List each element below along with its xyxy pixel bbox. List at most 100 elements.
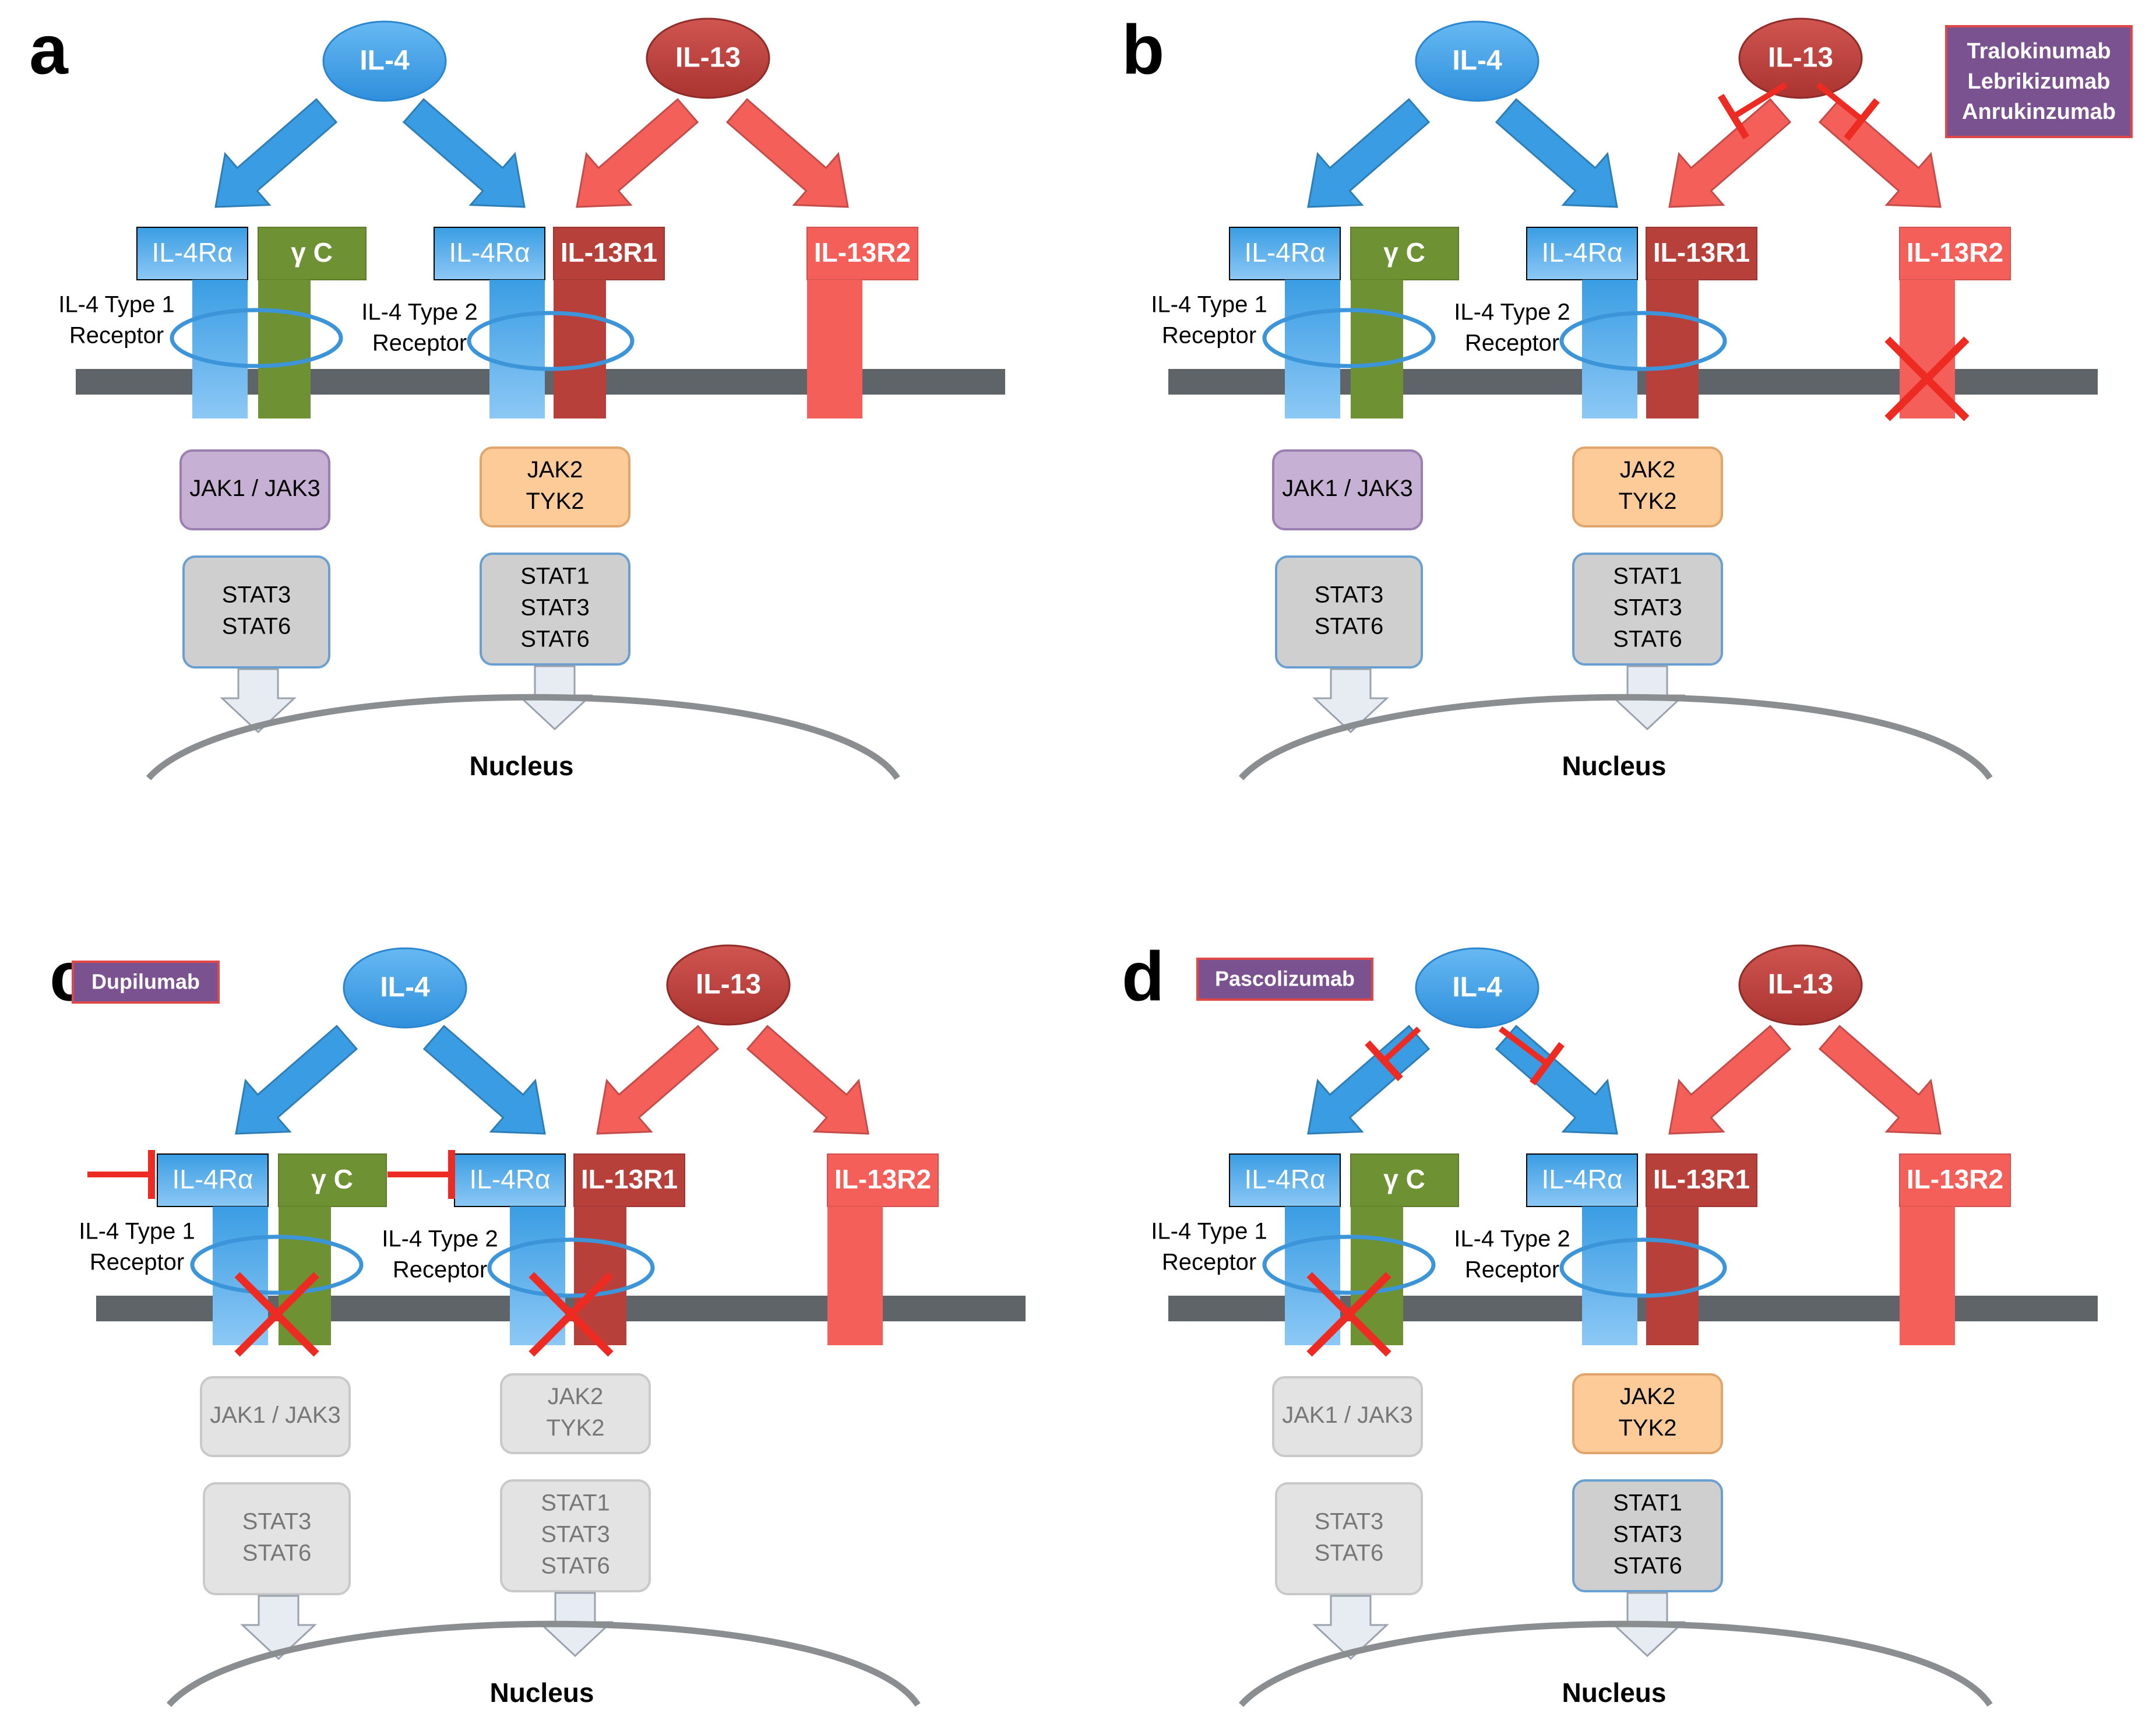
il4-ligand-label: IL-4 bbox=[360, 45, 410, 76]
il4-ligand bbox=[343, 947, 467, 1029]
arrow-il13-to-il13r1 bbox=[1668, 98, 1792, 208]
nucleus-envelope bbox=[146, 694, 900, 780]
drug-name: Lebrikizumab bbox=[1968, 69, 2111, 94]
gamma-c-label: γ C bbox=[1383, 1164, 1425, 1194]
type2-complex-ring bbox=[1559, 311, 1727, 371]
il13r2-stem bbox=[827, 1207, 883, 1345]
arrow-il13-to-il13r2 bbox=[1818, 98, 1942, 208]
type1-receptor-label-line1: IL-4 Type 1 bbox=[79, 1219, 195, 1244]
il4ra-type2-stem bbox=[489, 280, 545, 418]
gamma-c-stem bbox=[258, 280, 311, 418]
type2-receptor-label-line1: IL-4 Type 2 bbox=[382, 1226, 498, 1252]
nucleus-label: Nucleus bbox=[1562, 1677, 1667, 1708]
type2-complex-ring bbox=[487, 1237, 655, 1298]
jak1-jak3-box bbox=[179, 449, 330, 530]
il13r2-label: IL-13R2 bbox=[834, 1164, 931, 1194]
stat1-stat3-stat6-box-text: STAT3 bbox=[1613, 1522, 1682, 1547]
il4-ligand-label: IL-4 bbox=[380, 972, 430, 1003]
il4ra-type1-label: IL-4Rα bbox=[1244, 237, 1325, 268]
il13-ligand-inhibitor-left bbox=[1732, 82, 1788, 119]
il13-ligand-inhibitor-right-bar bbox=[1844, 98, 1880, 141]
type2-receptor-label-line2: Receptor bbox=[1465, 1257, 1559, 1283]
gamma-c-label: γ C bbox=[291, 237, 333, 268]
jak2-tyk2-box bbox=[500, 1373, 651, 1454]
arrow-il4-to-type1 bbox=[1307, 98, 1431, 208]
stat1-stat3-stat6-box bbox=[1572, 1479, 1723, 1592]
drug-box bbox=[72, 961, 220, 1004]
jak2-tyk2-box-text: JAK2 bbox=[527, 457, 583, 483]
nucleus-label: Nucleus bbox=[1562, 751, 1667, 781]
type1-receptor-blocked-x bbox=[234, 1272, 319, 1357]
il4-ligand-inhibitor-right bbox=[1499, 1026, 1549, 1066]
il13r1-stem bbox=[1646, 1207, 1699, 1345]
il4ra-type1-stem bbox=[1285, 280, 1340, 418]
il13r1-head bbox=[553, 227, 665, 280]
il13r2-head bbox=[1899, 1153, 2011, 1207]
jak2-tyk2-box-text: TYK2 bbox=[1618, 488, 1676, 514]
type1-complex-ring bbox=[1262, 1234, 1436, 1295]
stat1-stat3-stat6-box bbox=[1572, 553, 1723, 666]
il4-ligand-inhibitor-left bbox=[1382, 1026, 1421, 1063]
type2-receptor-label-line2: Receptor bbox=[372, 330, 467, 356]
il13r1-stem bbox=[1646, 280, 1699, 418]
jak2-tyk2-box-text: TYK2 bbox=[546, 1415, 604, 1441]
il4ra-type1-label: IL-4Rα bbox=[1244, 1164, 1325, 1194]
il13r1-label: IL-13R1 bbox=[1653, 237, 1750, 268]
jak1-jak3-box-text: JAK1 / JAK3 bbox=[1282, 1402, 1413, 1428]
stat1-stat3-stat6-box-text: STAT6 bbox=[1613, 627, 1682, 652]
il13r2-label: IL-13R2 bbox=[1907, 237, 2003, 268]
jak1-jak3-box-text: JAK1 / JAK3 bbox=[189, 476, 320, 501]
il13r1-head bbox=[1646, 1153, 1757, 1207]
type1-receptor-label-line1: IL-4 Type 1 bbox=[1151, 292, 1267, 318]
il13r1-label: IL-13R1 bbox=[561, 237, 657, 268]
drug-name: Anrukinzumab bbox=[1962, 100, 2116, 124]
nucleus-envelope bbox=[166, 1620, 921, 1707]
stat3-stat6-box-text: STAT3 bbox=[1315, 1509, 1384, 1535]
il13r1-head bbox=[573, 1153, 685, 1207]
type1-receptor-label-line1: IL-4 Type 1 bbox=[1151, 1219, 1267, 1244]
stat1-stat3-stat6-box-text: STAT1 bbox=[1613, 564, 1682, 589]
nucleus-envelope bbox=[1238, 1620, 1993, 1707]
il4-ligand-inhibitor-right-bar bbox=[1529, 1042, 1565, 1086]
gamma-c-head bbox=[258, 227, 367, 280]
arrow-il13-to-il13r2 bbox=[1818, 1025, 1942, 1135]
il13r2-stem bbox=[807, 280, 862, 418]
il4-ligand-inhibitor-left-bar bbox=[1365, 1040, 1403, 1082]
arrow-il4-to-type1 bbox=[214, 98, 338, 208]
il13r1-head bbox=[1646, 227, 1757, 280]
jak1-jak3-box-text: JAK1 / JAK3 bbox=[1282, 476, 1413, 501]
il4ra-type2-label: IL-4Rα bbox=[1541, 237, 1622, 268]
type1-receptor-label-line2: Receptor bbox=[69, 323, 164, 349]
stat1-stat3-stat6-box bbox=[480, 553, 630, 666]
panel-label-d: d bbox=[1122, 938, 1164, 1016]
il13-ligand-label: IL-13 bbox=[1768, 43, 1833, 73]
drug-box bbox=[1196, 958, 1373, 1001]
jak2-tyk2-box bbox=[1572, 1373, 1723, 1454]
type2-complex-ring bbox=[1559, 1237, 1727, 1298]
stat3-stat6-box bbox=[1275, 555, 1423, 669]
arrow-il13-to-il13r2 bbox=[725, 98, 849, 208]
type1-receptor-label-line2: Receptor bbox=[1162, 1250, 1256, 1275]
il4-ligand-label: IL-4 bbox=[1452, 972, 1502, 1003]
type2-receptor-label-line2: Receptor bbox=[1465, 330, 1559, 356]
stat-type1-to-nucleus-arrow bbox=[1312, 1595, 1389, 1661]
stat3-stat6-box bbox=[203, 1482, 351, 1595]
jak1-jak3-box-text: JAK1 / JAK3 bbox=[210, 1402, 341, 1428]
type2-receptor-label-line1: IL-4 Type 2 bbox=[1454, 1226, 1570, 1252]
stat3-stat6-box-text: STAT6 bbox=[1315, 1540, 1384, 1566]
il4ra-type2-stem bbox=[1582, 280, 1637, 418]
il4ra-type2-head bbox=[1526, 227, 1638, 280]
stat1-stat3-stat6-box-text: STAT1 bbox=[1613, 1490, 1682, 1516]
il4ra-type1-head bbox=[1229, 227, 1341, 280]
il4ra-type1-label: IL-4Rα bbox=[172, 1164, 253, 1194]
type1-complex-ring bbox=[1262, 308, 1436, 368]
type1-receptor-label-line2: Receptor bbox=[90, 1250, 184, 1275]
drug-name: Pascolizumab bbox=[1215, 967, 1355, 991]
type2-receptor-label-line2: Receptor bbox=[393, 1257, 487, 1283]
stat3-stat6-box-text: STAT6 bbox=[242, 1540, 312, 1566]
nucleus-label: Nucleus bbox=[490, 1677, 594, 1708]
stat1-stat3-stat6-box-text: STAT6 bbox=[541, 1553, 610, 1579]
type1-complex-ring bbox=[190, 1234, 364, 1295]
